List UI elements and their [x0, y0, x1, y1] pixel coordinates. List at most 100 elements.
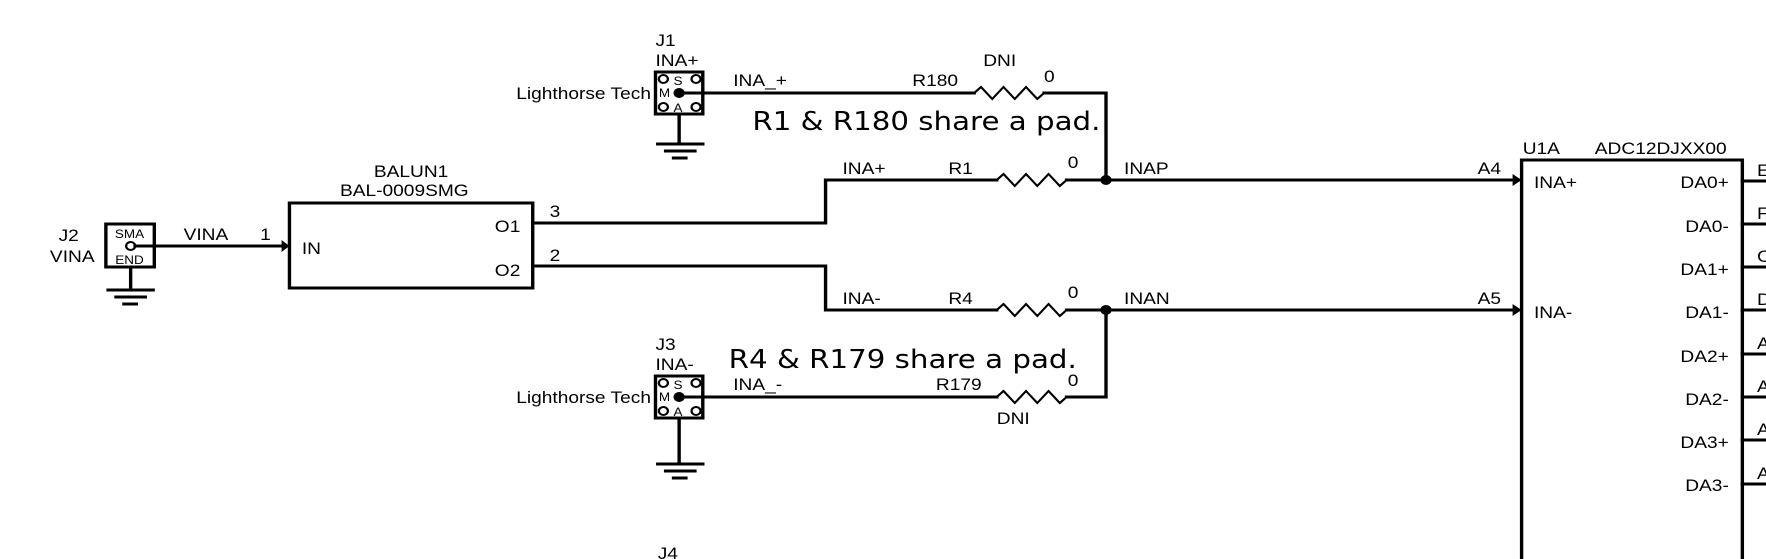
r179-dni: DNI	[997, 409, 1030, 428]
r1-ref: R1	[948, 159, 972, 178]
resistor-r180[interactable]: R180 DNI 0	[912, 51, 1055, 101]
junction-dot-inap	[1100, 175, 1112, 185]
balun-pin-in: IN	[302, 239, 321, 258]
net-label-ina_plus-balun: INA+	[842, 159, 885, 178]
resistor-symbol-icon	[995, 302, 1068, 318]
resistor-symbol-icon	[995, 172, 1068, 188]
r179-value: 0	[1068, 371, 1079, 390]
j1-value: INA+	[655, 51, 698, 70]
j3-pin-m: M	[659, 390, 670, 404]
j3-vendor: Lighthorse Tech	[516, 388, 651, 407]
connector-j3[interactable]: J3 INA- Lighthorse Tech S M A	[516, 335, 705, 480]
r179-ref: R179	[936, 375, 982, 394]
adc-pin-da0n: DA0-	[1685, 217, 1729, 236]
net-label-vina: VINA	[184, 225, 230, 244]
net-label-ina_plus: INA_+	[733, 71, 787, 91]
ic-u1a[interactable]: U1A ADC12DJXX00 INA+ INA- DA0+ DA0- DA1+…	[1519, 139, 1766, 559]
j3-pin-s: S	[674, 378, 683, 392]
j3-pin-a: A	[674, 405, 684, 419]
adc-pin-num: C	[1757, 247, 1766, 266]
j1-pin-s: S	[674, 74, 683, 88]
ground-icon	[106, 288, 155, 306]
resistor-r4[interactable]: INA- R4 0	[842, 283, 1079, 318]
resistor-r179[interactable]: R179 0 DNI	[936, 371, 1078, 428]
j1-mount-hole	[690, 74, 702, 84]
note-r1-r180: R1 & R180 share a pad.	[752, 106, 1100, 137]
adc-pin-num: A	[1757, 334, 1766, 353]
adc-pin-num: D	[1757, 290, 1766, 309]
balun-part: BAL-0009SMG	[340, 181, 469, 200]
j3-mount-hole	[657, 406, 670, 416]
adc-body	[1519, 158, 1745, 559]
j1-vendor: Lighthorse Tech	[516, 84, 651, 103]
r180-value: 0	[1044, 67, 1055, 86]
balun-pin-o1-num: 3	[550, 202, 561, 221]
balun-body	[287, 201, 535, 290]
balun-pin-o1: O1	[495, 217, 521, 236]
r180-ref: R180	[912, 71, 958, 90]
adc-pin-da2n: DA2-	[1685, 390, 1729, 409]
j1-ref: J1	[655, 31, 675, 50]
adc-pin-num: F	[1757, 204, 1766, 223]
adc-pin-a5: A5	[1478, 289, 1501, 308]
resistor-symbol-icon	[995, 389, 1068, 405]
r4-value: 0	[1068, 283, 1079, 302]
j1-mount-hole	[657, 74, 670, 84]
adc-ref: U1A	[1523, 139, 1561, 158]
balun-pin-o2-num: 2	[550, 246, 561, 265]
balun-pin-o2: O2	[495, 261, 521, 280]
adc-pin-da3p: DA3+	[1680, 433, 1728, 452]
pin-arrow-icon	[281, 240, 290, 252]
adc-pin-da1p: DA1+	[1680, 260, 1728, 279]
j3-value: INA-	[655, 355, 693, 374]
resistor-r1[interactable]: INA+ R1 0	[842, 153, 1078, 188]
adc-right-pins: DA0+ DA0- DA1+ DA1- DA2+ DA2- DA3+ DA3- …	[1680, 161, 1766, 495]
j3-mount-hole	[657, 378, 670, 388]
j1-pin-m: M	[659, 86, 670, 100]
net-label-inan: INAN	[1124, 289, 1170, 308]
adc-pin-ina-minus: INA-	[1534, 303, 1572, 322]
adc-pin-da3n: DA3-	[1685, 476, 1729, 495]
balun-pin-1-num: 1	[260, 225, 271, 244]
adc-pin-da1n: DA1-	[1685, 303, 1729, 322]
j2-type-top: SMA	[115, 227, 145, 241]
adc-pin-num: A	[1757, 464, 1766, 483]
adc-part: ADC12DJXX00	[1595, 139, 1727, 158]
balun-balun1[interactable]: BALUN1 BAL-0009SMG IN O1 O2 3 2	[287, 162, 561, 290]
note-r4-r179: R4 & R179 share a pad.	[729, 344, 1077, 375]
j4-ref: J4	[658, 544, 678, 559]
j2-ref: J2	[59, 226, 79, 245]
r180-dni: DNI	[983, 51, 1016, 70]
j2-type-bottom: END	[115, 253, 144, 267]
net-label-ina_minus-balun: INA-	[842, 289, 880, 308]
j2-value: VINA	[50, 247, 96, 266]
ground-icon	[656, 142, 705, 160]
connector-j2[interactable]: J2 VINA SMA END	[50, 222, 156, 306]
connector-j1[interactable]: J1 INA+ Lighthorse Tech S M A	[516, 31, 705, 160]
pin-arrow-icon	[1512, 304, 1522, 316]
adc-pin-num: A	[1757, 420, 1766, 439]
adc-pin-ina-plus: INA+	[1534, 173, 1577, 192]
j1-mount-hole	[657, 102, 670, 112]
j1-mount-hole	[690, 102, 702, 112]
adc-pin-num: E	[1757, 161, 1766, 180]
j3-mount-hole	[690, 406, 702, 416]
adc-pin-a4: A4	[1478, 159, 1501, 178]
wire-ina_minus	[531, 264, 999, 312]
r4-ref: R4	[948, 289, 972, 308]
adc-pin-num: A	[1757, 377, 1766, 396]
ground-icon	[656, 462, 705, 480]
j1-pin-a: A	[674, 101, 684, 115]
j3-ref: J3	[655, 335, 675, 354]
wire-ina_plus	[531, 178, 999, 225]
j3-mount-hole	[690, 378, 702, 388]
wire-r179-to-inan	[1064, 308, 1108, 399]
adc-pin-da2p: DA2+	[1680, 347, 1728, 366]
balun-ref: BALUN1	[374, 162, 448, 181]
resistor-symbol-icon	[973, 85, 1045, 101]
adc-pin-da0p: DA0+	[1680, 173, 1728, 192]
pin-arrow-icon	[1512, 174, 1522, 186]
net-label-ina_minus: INA_-	[733, 375, 782, 395]
net-label-inap: INAP	[1124, 159, 1169, 178]
